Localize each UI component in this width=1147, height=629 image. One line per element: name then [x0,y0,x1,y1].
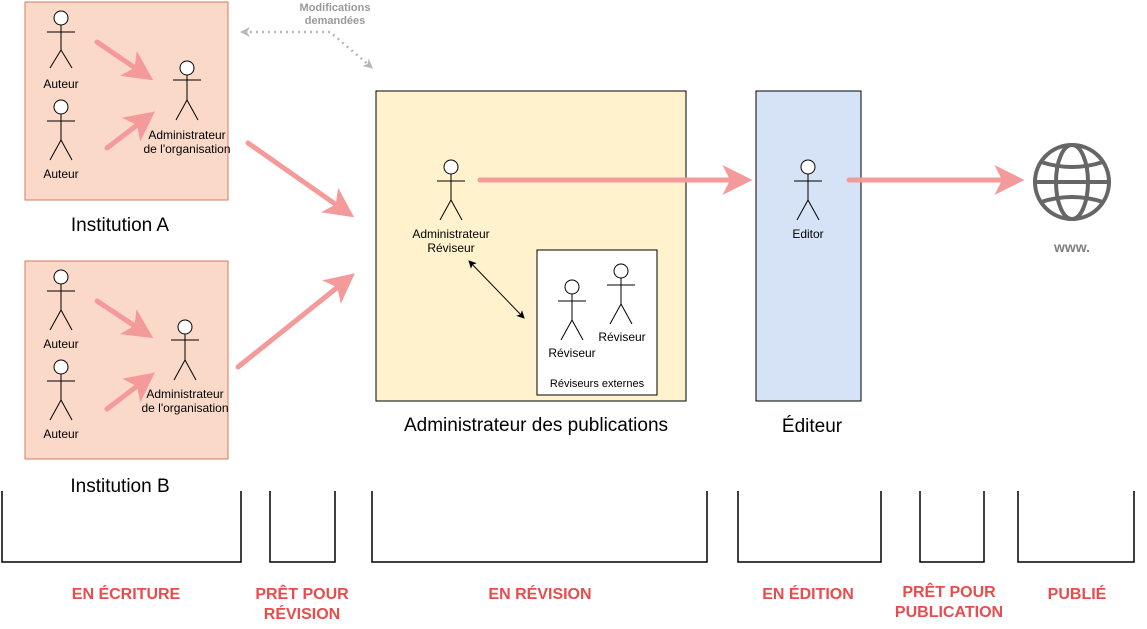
publications-admin-figure [437,159,465,221]
arrow-institution-a-to-publications [245,140,355,218]
org-admin-a-figure [173,60,201,121]
phase-review: EN RÉVISION [440,585,640,605]
requested-changes-line2: demandées [304,15,366,27]
phase-brackets [1,491,1135,563]
phase-editing: EN ÉDITION [738,585,878,605]
publications-admin-label: Administrateur Réviseur [401,227,501,255]
phase-published: PUBLIÉ [1027,585,1127,605]
external-reviewers-box [536,249,658,396]
phase-ready-publication: PRÊT POUR PUBLICATION [888,583,1010,623]
flow-arrows [94,39,1025,412]
phase-writing: EN ÉCRITURE [36,585,216,605]
phase-writing-line1: EN ÉCRITURE [71,586,181,603]
phase-editing-line1: EN ÉDITION [762,586,854,603]
reviewer2-figure [607,263,635,325]
author-b1-label: Auteur [43,337,79,351]
author-a1-figure [47,10,75,69]
publications-admin-line2: Réviseur [427,241,475,255]
author-b1-figure [47,269,75,331]
org-admin-b-line1: Administrateur [146,387,224,401]
reviewer1-label: Réviseur [548,346,596,360]
phase-ready-publication-line1: PRÊT POUR [902,584,996,601]
bracket-editing [737,491,882,563]
author-a2-label: Auteur [43,167,79,181]
org-admin-a-line2: de l'organisation [143,142,231,156]
globe-icon [1033,143,1111,221]
phase-ready-review: PRÊT POUR RÉVISION [242,585,362,625]
bracket-published [1017,491,1135,563]
bracket-review [371,491,708,563]
requested-changes-arrow [240,27,374,69]
phase-ready-review-line1: PRÊT POUR [255,586,349,603]
reviewer2-label: Réviseur [598,330,646,344]
arrow-author-a2-to-admin [104,111,155,151]
org-admin-b-label: Administrateur de l'organisation [135,387,235,415]
bracket-writing [1,491,242,563]
reviewer1-figure [558,279,586,341]
org-admin-a-label: Administrateur de l'organisation [137,128,237,156]
publications-admin-line1: Administrateur [412,227,490,241]
editor-title: Éditeur [781,416,843,437]
requested-changes-line1: Modifications [299,2,371,14]
editor-actor-label: Editor [792,227,824,241]
author-a2-figure [47,99,75,161]
editor-box [755,90,862,402]
arrow-author-b1-to-admin [94,298,154,339]
author-b2-figure [47,359,75,421]
author-a1-label: Auteur [43,77,79,91]
author-b2-label: Auteur [43,427,79,441]
institution-a-title: Institution A [70,215,170,236]
phase-ready-publication-line2: PUBLICATION [894,604,1004,621]
phase-published-line1: PUBLIÉ [1047,586,1107,603]
org-admin-a-line1: Administrateur [148,128,226,142]
institution-b-title: Institution B [70,476,170,497]
editor-figure [794,159,822,221]
external-reviewers-label: Réviseurs externes [549,378,645,390]
requested-changes-label: Modifications demandées [290,2,380,28]
phase-review-line1: EN RÉVISION [488,586,592,603]
admin-reviewer-link-arrow [468,260,525,319]
phase-ready-review-line2: RÉVISION [263,606,341,623]
org-admin-b-figure [171,319,199,381]
org-admin-b-line2: de l'organisation [141,401,229,415]
publications-admin-title: Administrateur des publications [403,415,669,436]
arrow-author-a1-to-admin [94,39,154,81]
web-label: www. [1053,239,1091,255]
bracket-ready-publication [919,491,985,563]
arrow-institution-b-to-publications [235,273,355,370]
bracket-ready-review [269,491,336,563]
arrow-author-b2-to-admin [104,372,155,412]
